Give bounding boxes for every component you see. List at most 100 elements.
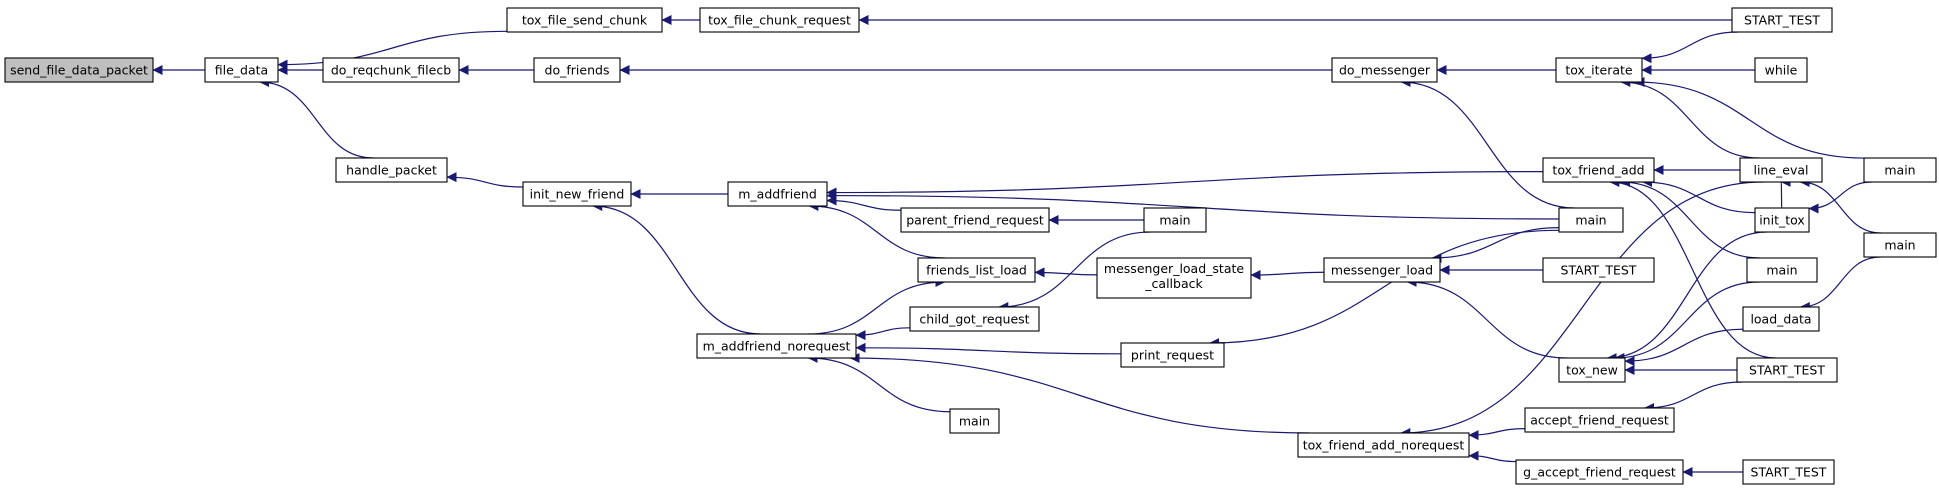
edge-main_6-to-m_addfriend_norequest bbox=[807, 353, 951, 413]
node-box bbox=[949, 408, 1000, 434]
node-box bbox=[1143, 207, 1207, 233]
node-box bbox=[1736, 357, 1838, 383]
node-start-test-3[interactable]: START_TEST bbox=[1736, 357, 1838, 383]
node-label: tox_file_chunk_request bbox=[708, 13, 851, 28]
node-label: send_file_data_packet bbox=[10, 63, 148, 78]
node-do-reqchunk-filecb[interactable]: do_reqchunk_filecb bbox=[322, 57, 460, 83]
node-tox-iterate[interactable]: tox_iterate bbox=[1555, 57, 1643, 83]
node-init-tox[interactable]: init_tox bbox=[1754, 207, 1810, 233]
edge-tox_friend_add_norequest-to-m_addfriend_norequest bbox=[849, 353, 1310, 434]
node-while[interactable]: while bbox=[1754, 57, 1808, 83]
node-label: START_TEST bbox=[1561, 263, 1637, 278]
node-box bbox=[1754, 57, 1808, 83]
node-g-accept-friend-request[interactable]: g_accept_friend_request bbox=[1515, 459, 1684, 485]
node-label: do_reqchunk_filecb bbox=[331, 63, 451, 78]
node-child-got-request[interactable]: child_got_request bbox=[909, 306, 1040, 332]
node-label: init_tox bbox=[1759, 213, 1805, 228]
edge-start_test_1-to-tox_iterate bbox=[1641, 31, 1739, 64]
node-label: main bbox=[1575, 213, 1606, 228]
node-start-test-2[interactable]: START_TEST bbox=[1542, 257, 1655, 283]
node-label: print_request bbox=[1131, 348, 1214, 363]
edge-messenger_load-to-messenger_load_state_callback bbox=[1250, 270, 1325, 281]
node-layer: send_file_data_packet file_data tox_file_s… bbox=[4, 7, 1937, 485]
node-label: child_got_request bbox=[919, 312, 1029, 327]
edge-print_request-to-m_addfriend_norequest bbox=[855, 342, 1122, 355]
node-load-data[interactable]: load_data bbox=[1742, 306, 1820, 332]
edge-parent_friend_request-to-m_addfriend bbox=[826, 195, 902, 211]
node-m-addfriend[interactable]: m_addfriend bbox=[727, 181, 828, 207]
node-label: friends_list_load bbox=[926, 263, 1027, 278]
node-main-2[interactable]: main bbox=[1558, 207, 1624, 233]
edge-main_2-to-print_request bbox=[1209, 229, 1560, 348]
edge-start_test_3-to-tox_friend_add bbox=[1609, 177, 1776, 359]
node-start-test-1[interactable]: START_TEST bbox=[1731, 7, 1833, 33]
edge-accept_friend_request-to-tox_friend_add_norequest bbox=[1468, 428, 1526, 441]
edge-m_addfriend_norequest-to-friends_list_load bbox=[808, 277, 946, 335]
node-label-line: messenger_load_state bbox=[1104, 261, 1244, 276]
node-box bbox=[699, 7, 860, 33]
edge-friends_list_load-to-m_addfriend bbox=[808, 201, 946, 259]
node-box bbox=[1863, 232, 1937, 258]
edge-child_got_request-to-m_addfriend_norequest bbox=[855, 327, 911, 341]
node-box bbox=[1096, 257, 1252, 299]
edge-main_1-to-init_tox bbox=[1808, 181, 1872, 214]
node-line-eval[interactable]: line_eval bbox=[1739, 157, 1823, 183]
node-label: main bbox=[1884, 238, 1915, 253]
node-label: START_TEST bbox=[1749, 363, 1825, 378]
node-label: main bbox=[1766, 263, 1797, 278]
edge-layer bbox=[152, 15, 1881, 477]
node-messenger-load[interactable]: messenger_load bbox=[1323, 257, 1441, 283]
node-m-addfriend-norequest[interactable]: m_addfriend_norequest bbox=[696, 333, 857, 359]
node-do-friends[interactable]: do_friends bbox=[533, 57, 621, 83]
node-main-6[interactable]: main bbox=[949, 408, 1000, 434]
edge-init_new_friend-to-handle_packet bbox=[446, 172, 524, 188]
node-box bbox=[900, 207, 1050, 233]
node-box bbox=[727, 181, 828, 207]
node-box bbox=[1331, 57, 1438, 83]
node-box bbox=[4, 57, 154, 83]
node-accept-friend-request[interactable]: accept_friend_request bbox=[1524, 407, 1675, 433]
node-label: m_addfriend_norequest bbox=[703, 339, 851, 354]
node-label: tox_friend_add bbox=[1552, 163, 1644, 178]
node-tox-file-chunk-request[interactable]: tox_file_chunk_request bbox=[699, 7, 860, 33]
node-box bbox=[1754, 207, 1810, 233]
node-handle-packet[interactable]: handle_packet bbox=[335, 157, 448, 183]
node-file-data[interactable]: file_data bbox=[204, 57, 279, 83]
edge-m_addfriend_norequest-to-init_new_friend bbox=[592, 201, 761, 335]
node-label: main bbox=[1159, 213, 1190, 228]
node-box bbox=[1542, 157, 1655, 183]
node-send-file-data-packet[interactable]: send_file_data_packet bbox=[4, 57, 154, 83]
node-do-messenger[interactable]: do_messenger bbox=[1331, 57, 1438, 83]
node-main-5[interactable]: main bbox=[1863, 232, 1937, 258]
node-main-3[interactable]: main bbox=[1746, 257, 1818, 283]
node-label: line_eval bbox=[1753, 163, 1808, 178]
node-box bbox=[696, 333, 857, 359]
node-init-new-friend[interactable]: init_new_friend bbox=[522, 181, 632, 207]
node-label: load_data bbox=[1750, 312, 1811, 327]
node-label: g_accept_friend_request bbox=[1523, 465, 1676, 480]
node-friends-list-load[interactable]: friends_list_load bbox=[917, 257, 1036, 283]
node-label: messenger_load bbox=[1331, 263, 1433, 278]
node-label: init_new_friend bbox=[530, 187, 625, 202]
node-tox-new[interactable]: tox_new bbox=[1558, 357, 1626, 383]
node-main-1[interactable]: main bbox=[1863, 157, 1937, 183]
node-box bbox=[1742, 306, 1820, 332]
node-start-test-4[interactable]: START_TEST bbox=[1742, 459, 1835, 485]
node-print-request[interactable]: print_request bbox=[1120, 342, 1225, 368]
node-box bbox=[1120, 342, 1225, 368]
node-tox-file-send-chunk[interactable]: tox_file_send_chunk bbox=[506, 7, 663, 33]
node-box bbox=[1558, 207, 1624, 233]
node-parent-friend-request[interactable]: parent_friend_request bbox=[900, 207, 1050, 233]
edge-handle_packet-to-file_data bbox=[259, 77, 374, 159]
node-tox-friend-add-norequest[interactable]: tox_friend_add_norequest bbox=[1297, 432, 1470, 458]
node-box bbox=[204, 57, 279, 83]
node-label: START_TEST bbox=[1751, 465, 1827, 480]
node-box bbox=[1742, 459, 1835, 485]
node-box bbox=[1739, 157, 1823, 183]
edge-main_1-to-tox_iterate bbox=[1634, 77, 1865, 159]
node-label: while bbox=[1765, 63, 1798, 78]
node-tox-friend-add[interactable]: tox_friend_add bbox=[1542, 157, 1655, 183]
node-messenger-load-state-callback[interactable]: messenger_load_state_callback bbox=[1096, 257, 1252, 299]
node-main-4[interactable]: main bbox=[1143, 207, 1207, 233]
